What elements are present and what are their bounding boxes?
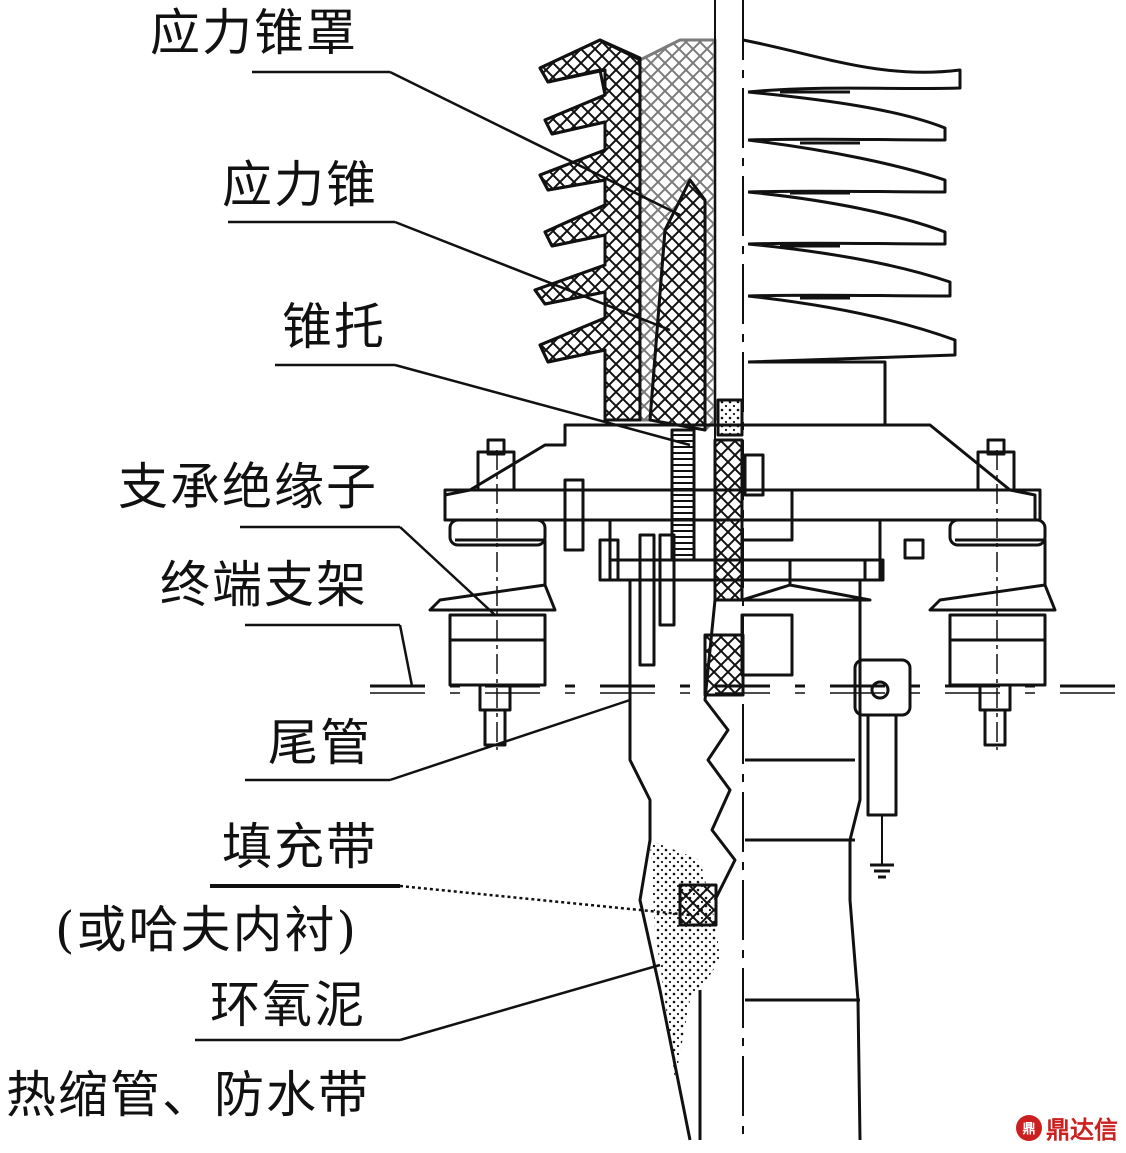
label-tail-pipe: 尾管 (268, 714, 372, 772)
label-cone-support: 锥托 (282, 298, 386, 356)
watermark-logo-icon: 鼎 (1016, 1114, 1042, 1141)
label-support-insulator: 支承绝缘子 (118, 458, 378, 516)
right-support-insulator (928, 438, 1057, 750)
center-right-insulator (740, 488, 872, 677)
leader-lines (195, 70, 691, 1042)
label-stress-cone-cover: 应力锥罩 (150, 4, 358, 62)
conductor-strands (703, 633, 745, 697)
label-epoxy-putty: 环氧泥 (210, 976, 366, 1034)
cone-support-spring (670, 428, 696, 562)
flange-bolts (563, 453, 925, 667)
right-sheds-outline (742, 38, 962, 364)
label-heat-shrink-waterproof: 热缩管、防水带 (6, 1066, 370, 1124)
epoxy-putty-region (650, 840, 720, 1080)
label-filler-tape-alt: (或哈夫内衬) (55, 901, 359, 959)
stress-cone-cover-shape (638, 38, 717, 432)
label-terminal-bracket: 终端支架 (160, 556, 368, 614)
left-housing-hatch (533, 38, 642, 422)
conductor-clamp (716, 398, 744, 437)
right-housing-body (748, 360, 887, 427)
watermark-text: 鼎达信 (1046, 1116, 1118, 1144)
left-support-insulator (428, 438, 557, 750)
cable-sheath-break (703, 599, 737, 901)
label-filler-tape: 填充带 (222, 818, 378, 876)
label-stress-cone: 应力锥 (222, 156, 378, 214)
watermark: 鼎 鼎达信 (1016, 1110, 1118, 1145)
grounding-lug (853, 658, 912, 879)
